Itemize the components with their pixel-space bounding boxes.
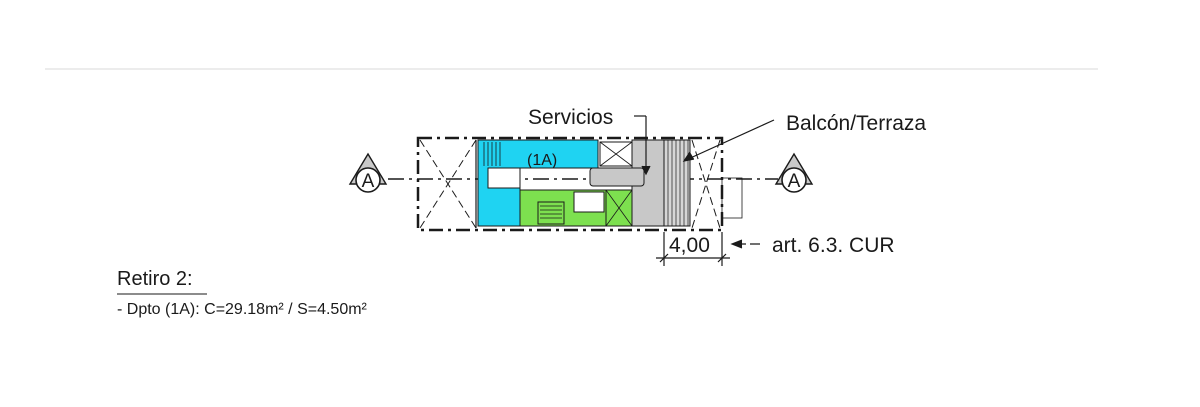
article-label: art. 6.3. CUR: [772, 234, 895, 257]
section-marker-right: A: [774, 152, 814, 193]
stair-area: [519, 189, 633, 227]
article-leader: [730, 239, 764, 249]
legend-line-1: - Dpto (1A): C=29.18m² / S=4.50m²: [117, 301, 368, 318]
unit-1a-area: (1A): [477, 139, 599, 227]
unit-label: (1A): [527, 152, 557, 169]
bath-box: [573, 191, 605, 213]
unit-1a-window-hatch: [483, 142, 501, 166]
services-counter: [589, 167, 645, 187]
left-void-cross: [419, 139, 477, 229]
balcon-leader: [682, 119, 775, 162]
servicios-leader: [634, 115, 651, 176]
dimension-value: 4,00: [669, 234, 710, 257]
unit-1a-entry-notch: [487, 167, 521, 189]
section-marker-right-label: A: [788, 171, 801, 192]
right-void-cross: [691, 139, 721, 229]
services-core: [589, 139, 665, 227]
section-marker-left-label: A: [362, 171, 375, 192]
building-outline: [416, 136, 724, 232]
right-annex: [721, 177, 743, 219]
legend-title: Retiro 2:: [117, 268, 193, 290]
stair-box: [537, 201, 565, 225]
balcon-label: Balcón/Terraza: [786, 112, 926, 135]
balcony-area: [663, 139, 691, 227]
section-marker-left: A: [348, 152, 388, 193]
dimension-line: [656, 232, 730, 266]
servicios-label: Servicios: [528, 106, 613, 129]
stair-steps: [540, 205, 562, 219]
